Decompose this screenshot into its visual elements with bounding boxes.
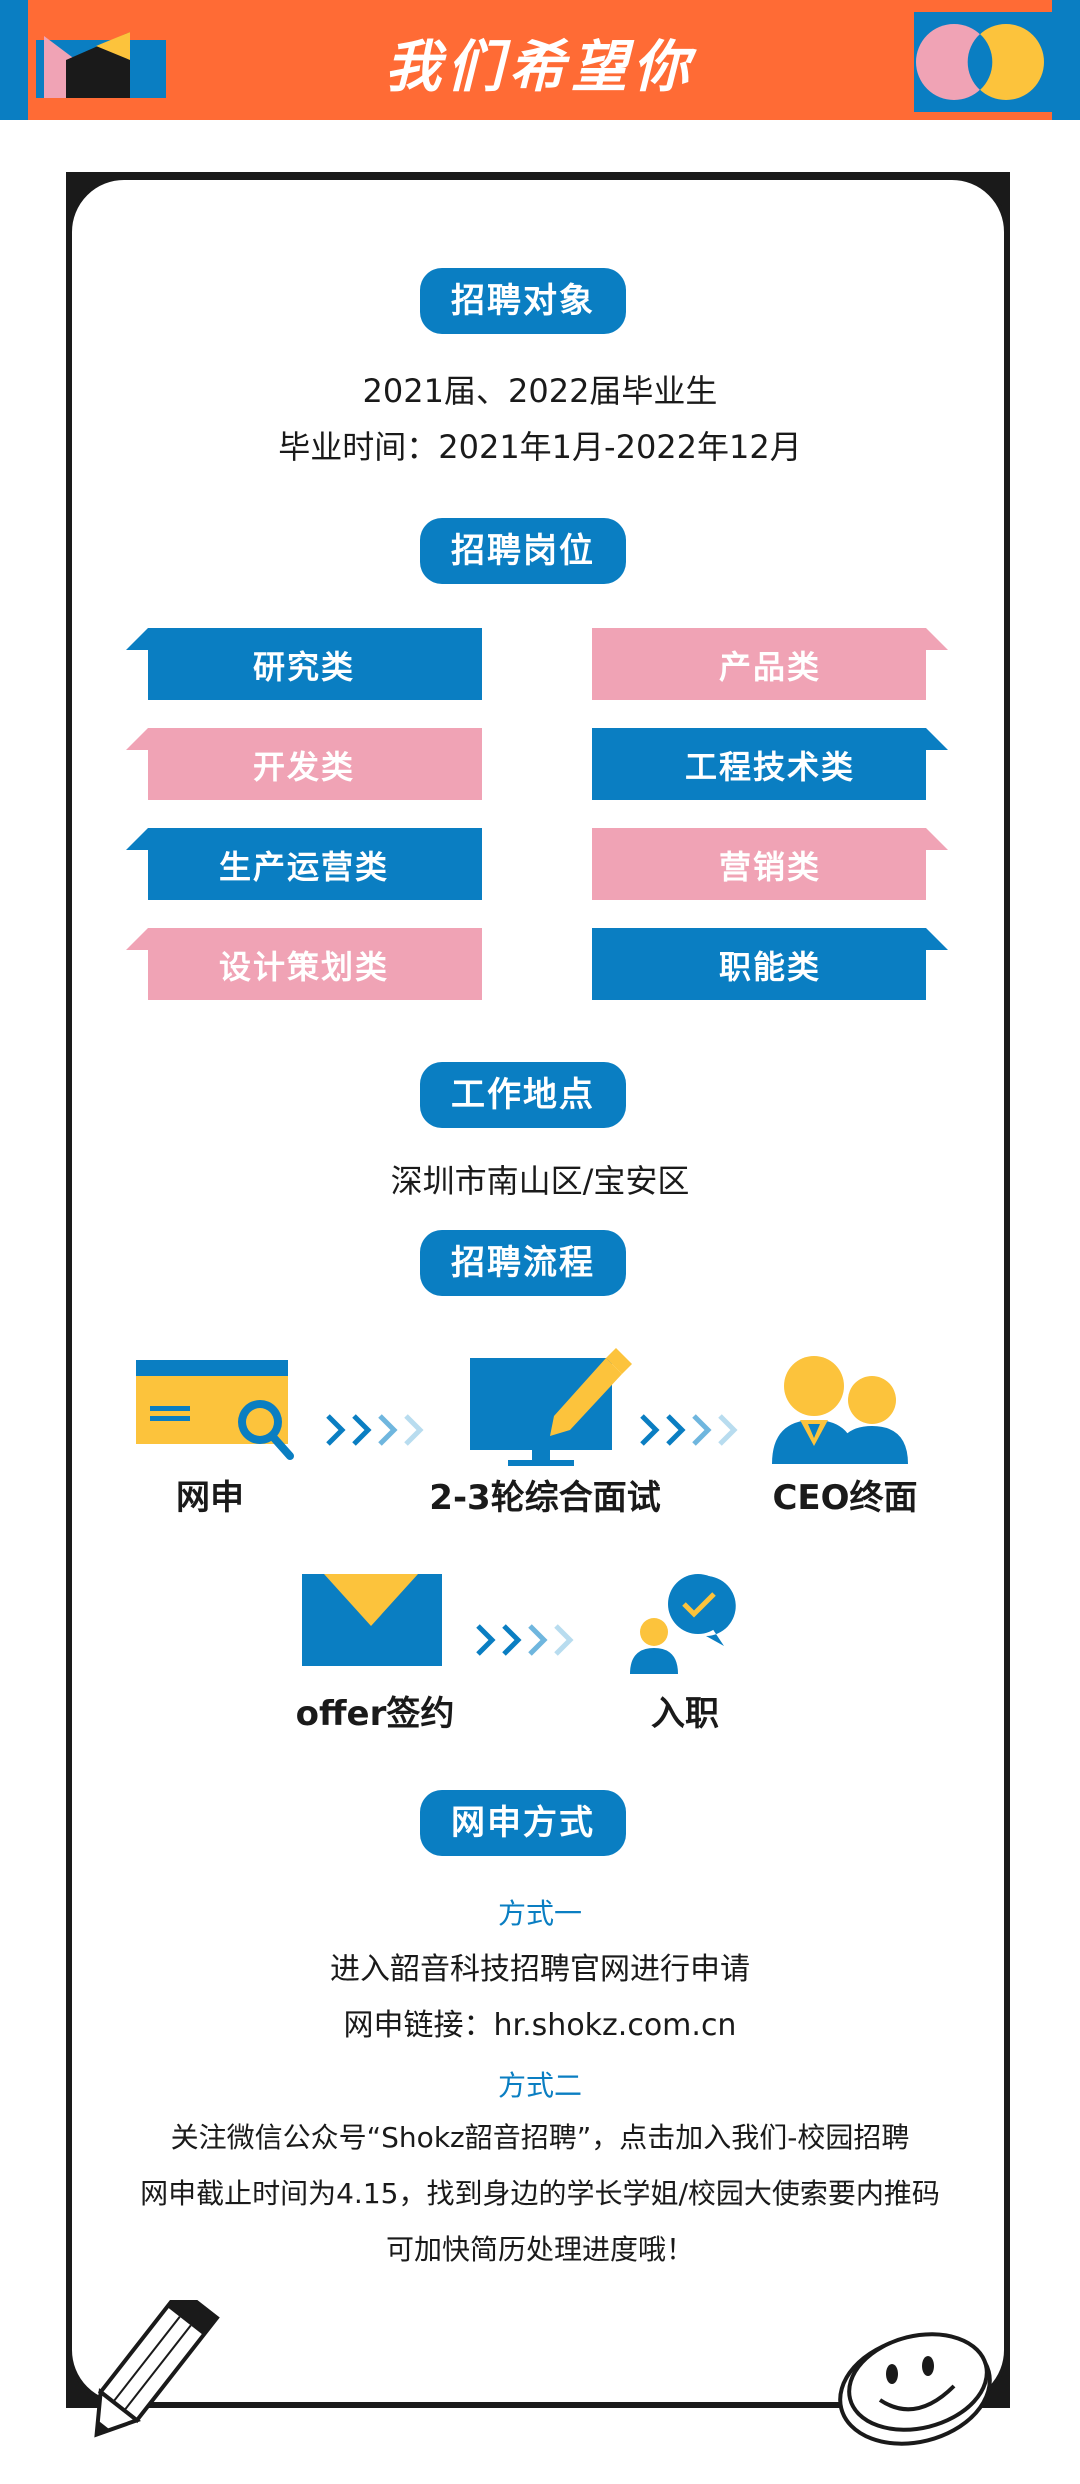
ribbon-shape-icon (126, 728, 482, 800)
ribbon-shape-icon (126, 828, 482, 900)
online-application-icon (136, 1360, 294, 1460)
section-title-location: 工作地点 (420, 1062, 626, 1128)
header-title: 我们希望你 (385, 35, 695, 100)
header-banner-orange (28, 0, 1052, 120)
step-label-interview: 2-3轮综合面试 (429, 1478, 661, 1518)
section-title-process: 招聘流程 (420, 1230, 626, 1296)
header-banner: 我们希望你 (0, 0, 1080, 120)
method1-line1: 进入韶音科技招聘官网进行申请 (330, 1952, 750, 1987)
section-title-apply: 网申方式 (420, 1790, 626, 1856)
position-ribbon-product: 产品类 (592, 628, 948, 700)
position-label: 研究类 (252, 648, 355, 686)
position-label: 营销类 (718, 848, 821, 886)
ribbon-shape-icon (592, 828, 948, 900)
pencil-icon (94, 2300, 220, 2438)
position-ribbon-development: 开发类 (126, 728, 482, 800)
method2-line3: 可加快简历处理进度哦！ (385, 2233, 694, 2266)
method1-link[interactable]: 网申链接：hr.shokz.com.cn (343, 2008, 737, 2043)
position-label: 工程技术类 (684, 748, 855, 786)
target-line-2: 毕业时间：2021年1月-2022年12月 (278, 428, 802, 466)
method2-line1: 关注微信公众号“Shokz韶音招聘”，点击加入我们-校园招聘 (170, 2121, 910, 2154)
ribbon-shape-icon (592, 928, 948, 1000)
step-label-onboard: 入职 (651, 1694, 719, 1734)
target-line-1: 2021届、2022届毕业生 (362, 372, 718, 410)
ceo-people-icon (772, 1356, 908, 1464)
section-title-positions: 招聘岗位 (420, 518, 626, 584)
method2-line2: 网申截止时间为4.15，找到身边的学长学姐/校园大使索要内推码 (140, 2177, 940, 2210)
ribbon-shape-icon (592, 728, 948, 800)
location-text: 深圳市南山区/宝安区 (390, 1162, 690, 1200)
chevrons-arrow-icon (640, 1414, 738, 1446)
position-label: 开发类 (252, 748, 355, 786)
onboard-chat-icon (630, 1574, 736, 1674)
position-ribbon-research: 研究类 (126, 628, 482, 700)
position-ribbon-functional: 职能类 (592, 928, 948, 1000)
step-label-offer: offer签约 (295, 1694, 455, 1734)
position-ribbon-design: 设计策划类 (126, 928, 482, 1000)
circles-decoration-icon (914, 12, 1054, 112)
ribbon-shape-icon (126, 928, 482, 1000)
position-ribbon-engineering: 工程技术类 (592, 728, 948, 800)
position-label: 生产运营类 (218, 848, 389, 886)
step-label-ceo: CEO终面 (772, 1478, 918, 1518)
ribbon-shape-icon (592, 628, 948, 700)
method1-label: 方式一 (497, 1897, 582, 1930)
monitor-interview-icon (470, 1348, 632, 1466)
chevrons-arrow-icon (476, 1624, 574, 1656)
position-label: 设计策划类 (218, 948, 389, 986)
ribbon-shape-icon (126, 628, 482, 700)
section-title-target: 招聘对象 (420, 268, 626, 334)
position-ribbon-marketing: 营销类 (592, 828, 948, 900)
position-label: 产品类 (718, 648, 821, 686)
offer-envelope-icon (302, 1574, 442, 1666)
position-ribbon-operations: 生产运营类 (126, 828, 482, 900)
method2-label: 方式二 (497, 2069, 582, 2102)
brand-logo-icon (36, 32, 166, 98)
chevrons-arrow-icon (326, 1414, 424, 1446)
position-label: 职能类 (718, 948, 821, 986)
step-label-apply: 网申 (176, 1478, 244, 1518)
smiley-face-icon (838, 2332, 992, 2446)
